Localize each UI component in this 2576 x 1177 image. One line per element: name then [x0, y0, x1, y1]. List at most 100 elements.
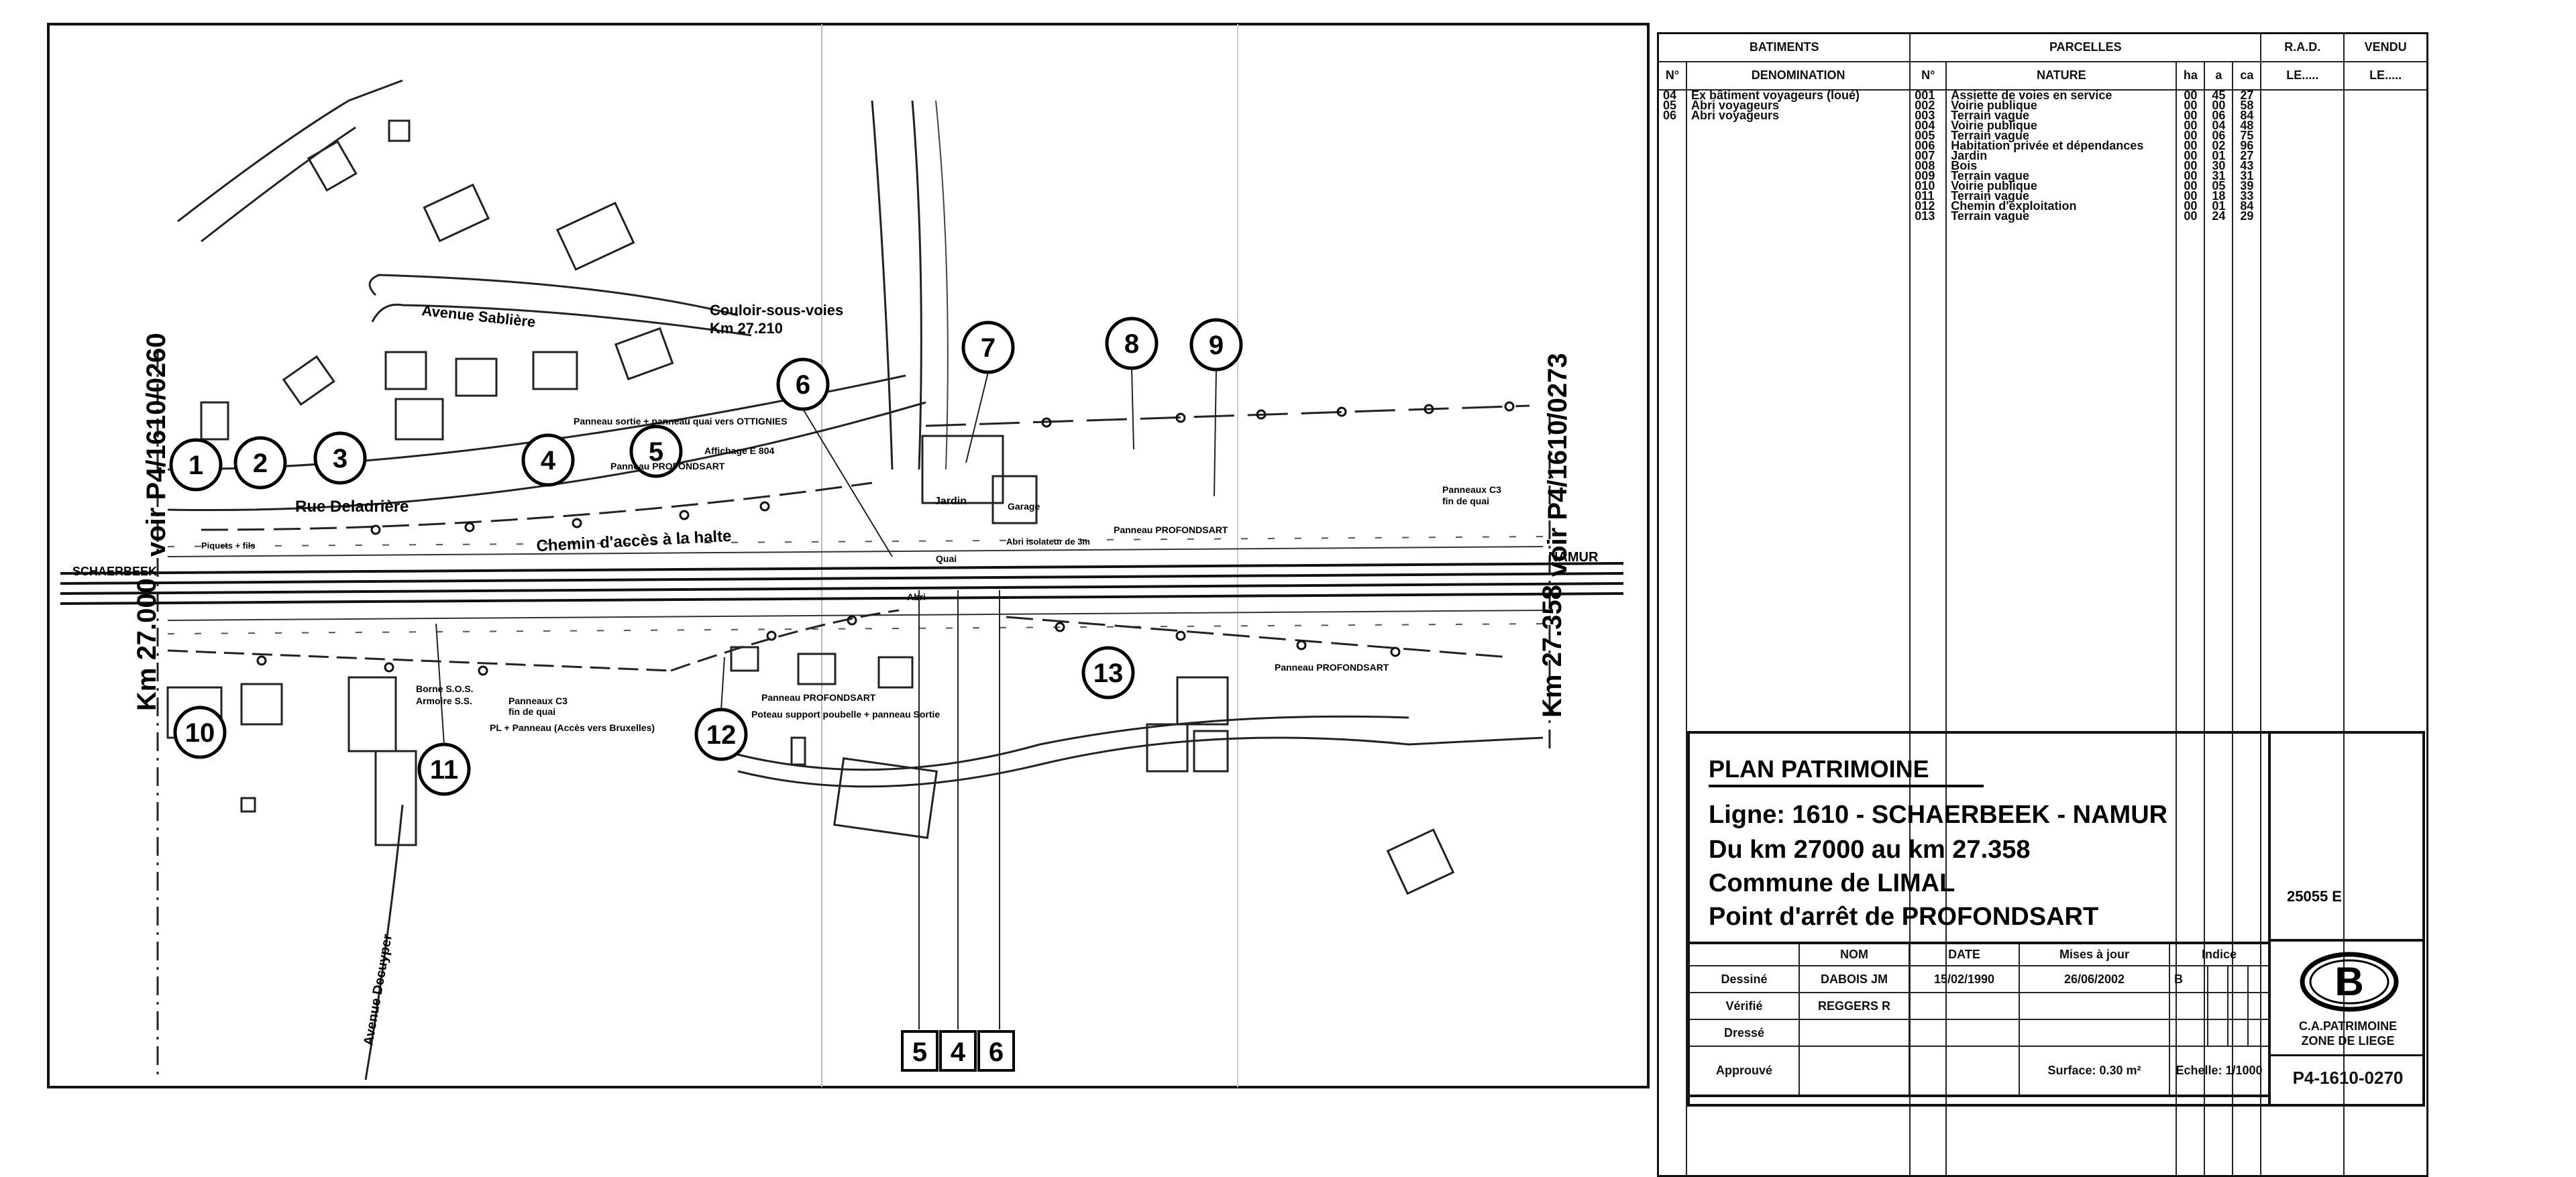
table-cell: 06 [2212, 128, 2226, 142]
label-piquets: Piquets + fils [201, 541, 256, 551]
label-km-right: Km 27.358 [1538, 585, 1567, 718]
plan-number: P4-1610-0270 [2292, 1068, 2404, 1088]
label-fin-quai-left: fin de quai [508, 706, 555, 717]
svg-text:11: 11 [430, 755, 458, 785]
col-ha: ha [2176, 60, 2206, 91]
callout-1: 1 [169, 438, 223, 492]
svg-text:5: 5 [649, 437, 663, 467]
table-cell: Abri voyageurs [1690, 108, 1780, 122]
label-avenue-decuyper: Avenue Decuyper [361, 933, 395, 1047]
svg-text:4: 4 [541, 446, 556, 475]
table-cell: 004 [1915, 118, 1935, 132]
label-fin-quai-right: fin de quai [1442, 496, 1489, 506]
table-cell: 00 [2184, 108, 2198, 122]
table-cell: Terrain vague [1951, 209, 2029, 223]
svg-text:5: 5 [912, 1038, 927, 1067]
callout-2: 2 [233, 436, 287, 490]
label-avenue-sabliere: Avenue Sablière [421, 302, 536, 331]
svg-text:1: 1 [189, 451, 203, 480]
callout-3: 3 [313, 431, 367, 485]
svg-text:B: B [2334, 959, 2363, 1004]
table-cell: 007 [1915, 148, 1935, 162]
table-cell: 00 [2184, 128, 2198, 142]
table-cell: 27 [2240, 88, 2254, 102]
table-cell: 27 [2240, 148, 2254, 162]
table-cell: 06 [2212, 108, 2226, 122]
table-cell: Assiette de voies en service [1951, 88, 2112, 102]
sncb-b-logo-icon: B [2300, 952, 2399, 1012]
table-cell: 31 [2240, 168, 2254, 182]
col-nature: NATURE [1945, 60, 2178, 91]
table-cell: 24 [2212, 209, 2226, 223]
table-cell: 96 [2240, 138, 2254, 152]
table-cell: 00 [2184, 148, 2198, 162]
label-garage: Garage [1008, 501, 1040, 512]
plan-commune: Commune de LIMAL [1709, 869, 1955, 897]
table-cell: 00 [2184, 88, 2198, 102]
sig-dessine: Dessiné [1688, 965, 1800, 993]
sig-col-indice: Indice [2169, 942, 2270, 966]
table-cell: 00 [2184, 138, 2198, 152]
svg-text:7: 7 [981, 333, 996, 363]
callout-10: 10 [173, 706, 227, 759]
sig-dessine-date: 15/02/1990 [1909, 965, 2020, 993]
sig-echelle: Echelle: 1/1000 [2169, 1046, 2270, 1097]
table-cell: 58 [2240, 98, 2254, 112]
label-affichage: Affichage E 804 [704, 445, 774, 456]
plan-ligne: Ligne: 1610 - SCHAERBEEK - NAMUR [1709, 801, 2168, 829]
table-cell: Terrain vague [1951, 188, 2029, 203]
label-voir-left: voir P4/1610/0260 [142, 333, 171, 557]
table-cell: 00 [2184, 188, 2198, 203]
callout-12: 12 [694, 708, 748, 761]
col-denomination: DENOMINATION [1685, 60, 1911, 91]
title-block: PLAN PATRIMOINE Ligne: 1610 - SCHAERBEEK… [1687, 731, 2425, 1107]
table-cell: 00 [2184, 118, 2198, 132]
label-voir-right: voir P4/1610/0273 [1543, 353, 1572, 577]
table-cell: 00 [2184, 178, 2198, 192]
table-cell: 012 [1915, 199, 1935, 213]
table-cell: 18 [2212, 188, 2226, 203]
table-cell: 45 [2212, 88, 2226, 102]
label-jardin: Jardin [934, 496, 967, 507]
table-cell: 30 [2212, 158, 2226, 172]
table-cell: 06 [1663, 108, 1677, 122]
table-cell: 84 [2240, 108, 2254, 122]
svg-text:3: 3 [333, 444, 347, 473]
header-vendu: VENDU [2343, 32, 2428, 62]
label-armoire: Armoire S.S. [416, 695, 472, 706]
table-cell: Jardin [1951, 148, 1988, 162]
table-cell: 011 [1915, 188, 1935, 203]
callout-13: 13 [1081, 646, 1135, 699]
table-cell: 84 [2240, 199, 2254, 213]
table-cell: 04 [2212, 118, 2226, 132]
table-cell: 43 [2240, 158, 2254, 172]
box-6: 6 [977, 1030, 1015, 1072]
signature-table: NOM DATE Mises à jour Indice Dessiné DAB… [1687, 942, 2271, 1097]
label-chemin-acces: Chemin d'accès à la halte [536, 527, 732, 555]
table-cell: Bois [1951, 158, 1978, 172]
svg-text:8: 8 [1124, 329, 1139, 359]
label-quai: Quai [936, 553, 957, 564]
label-namur: NAMUR [1548, 550, 1599, 565]
svg-text:9: 9 [1209, 331, 1224, 360]
table-cell: Habitation privée et dépendances [1951, 138, 2144, 152]
table-cell: 008 [1915, 158, 1935, 172]
label-km-left: Km 27.000 [132, 578, 162, 711]
table-cell: Voirie publique [1951, 118, 2037, 132]
label-abri-isolateur: Abri isolateur de 3m [1006, 537, 1090, 547]
table-cell: 013 [1915, 209, 1935, 223]
table-cell: 00 [2184, 168, 2198, 182]
table-cell: 003 [1915, 108, 1935, 122]
table-cell: Terrain vague [1951, 108, 2029, 122]
table-cell: 00 [2212, 98, 2226, 112]
label-borne-sos: Borne S.O.S. [416, 683, 474, 694]
sig-col-nom: NOM [1799, 942, 1910, 966]
sig-dessine-mise: 26/06/2002 [2019, 965, 2170, 993]
label-poteau: Poteau support poubelle + panneau Sortie [751, 709, 940, 720]
table-cell: 75 [2240, 128, 2254, 142]
table-cell: 29 [2240, 209, 2254, 223]
table-cell: 01 [2212, 199, 2226, 213]
label-panneaux-c3-left: Panneaux C3 [508, 695, 568, 706]
table-cell: 48 [2240, 118, 2254, 132]
